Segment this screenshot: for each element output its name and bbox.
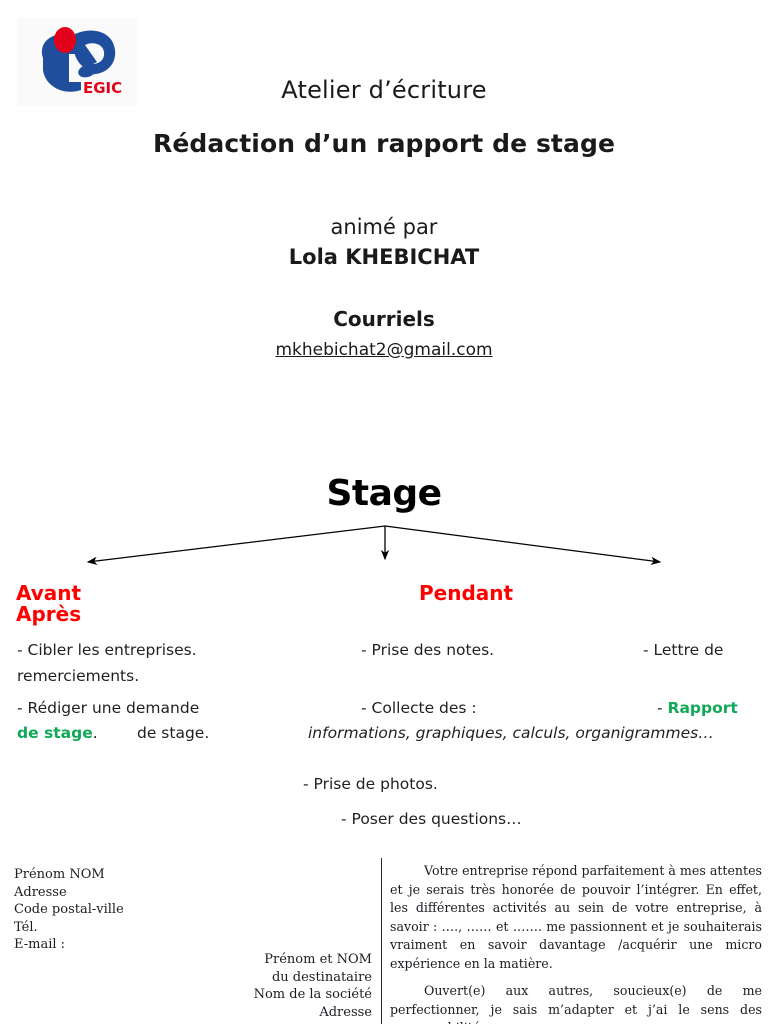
apres-item-1: - Lettre de bbox=[643, 641, 724, 659]
apres-item-2-wrap: de stage. bbox=[137, 724, 210, 742]
diagram-root-label: Stage bbox=[326, 473, 442, 514]
isegic-logo: EGIC bbox=[17, 18, 137, 106]
logo-head-dot bbox=[54, 27, 76, 53]
logo-mark: EGIC bbox=[41, 27, 122, 97]
pendant-item-1: - Prise des notes. bbox=[361, 641, 495, 659]
email-link[interactable]: mkhebichat2@gmail.com bbox=[275, 340, 493, 360]
logo-arm-shape bbox=[78, 64, 96, 78]
contact-label: Courriels bbox=[333, 307, 435, 331]
apres-item-2: - Rapport bbox=[657, 698, 738, 718]
letter-paragraph-2: Ouvert(e) aux autres, soucieux(e) de me … bbox=[390, 983, 762, 1024]
presenter-name: Lola KHEBICHAT bbox=[288, 245, 480, 269]
page-title: Rédaction d’un rapport de stage bbox=[152, 129, 616, 158]
letter-paragraph-1: Votre entreprise répond parfaitement à m… bbox=[390, 863, 762, 971]
avant-highlight-de-stage: de stage bbox=[17, 724, 93, 742]
diagram-label-pendant: Pendant bbox=[419, 581, 514, 605]
arrow-to-avant bbox=[86, 525, 386, 566]
pendant-item-4: - Poser des questions… bbox=[341, 810, 522, 828]
letter-body: Votre entreprise répond parfaitement à m… bbox=[390, 862, 762, 1024]
letter-sender-block: Prénom NOM Adresse Code postal-ville Tél… bbox=[14, 867, 124, 952]
workshop-subtitle: Atelier d’écriture bbox=[281, 76, 487, 104]
diagram-label-avant-apres: Avant Après bbox=[16, 581, 82, 626]
diagram-arrows bbox=[86, 525, 662, 566]
letter-template: Prénom NOM Adresse Code postal-ville Tél… bbox=[0, 856, 768, 1024]
arrow-to-apres bbox=[384, 525, 662, 565]
pendant-item-2-detail: informations, graphiques, calculs, organ… bbox=[308, 724, 714, 742]
logo-letter-s-shape bbox=[73, 30, 116, 75]
avant-highlight-tail: . bbox=[92, 724, 98, 742]
pendant-item-3: - Prise de photos. bbox=[303, 775, 438, 793]
letter-column-divider bbox=[381, 858, 382, 1024]
apres-item-2-dash: - bbox=[657, 699, 668, 717]
logo-wordmark: EGIC bbox=[83, 79, 122, 97]
avant-item-2-wrap: de stage. bbox=[17, 723, 98, 743]
avant-item-1: - Cibler les entreprises. bbox=[17, 641, 197, 659]
letter-recipient-block: Prénom et NOM du destinataire Nom de la … bbox=[253, 952, 372, 1020]
avant-item-2: - Rédiger une demande bbox=[17, 699, 200, 717]
apres-highlight-rapport: Rapport bbox=[667, 699, 738, 717]
presented-by-label: animé par bbox=[330, 215, 438, 239]
apres-item-1-wrap: remerciements. bbox=[17, 667, 140, 685]
email-row: mkhebichat2@gmail.com bbox=[0, 340, 768, 360]
pendant-item-2: - Collecte des : bbox=[361, 699, 477, 717]
